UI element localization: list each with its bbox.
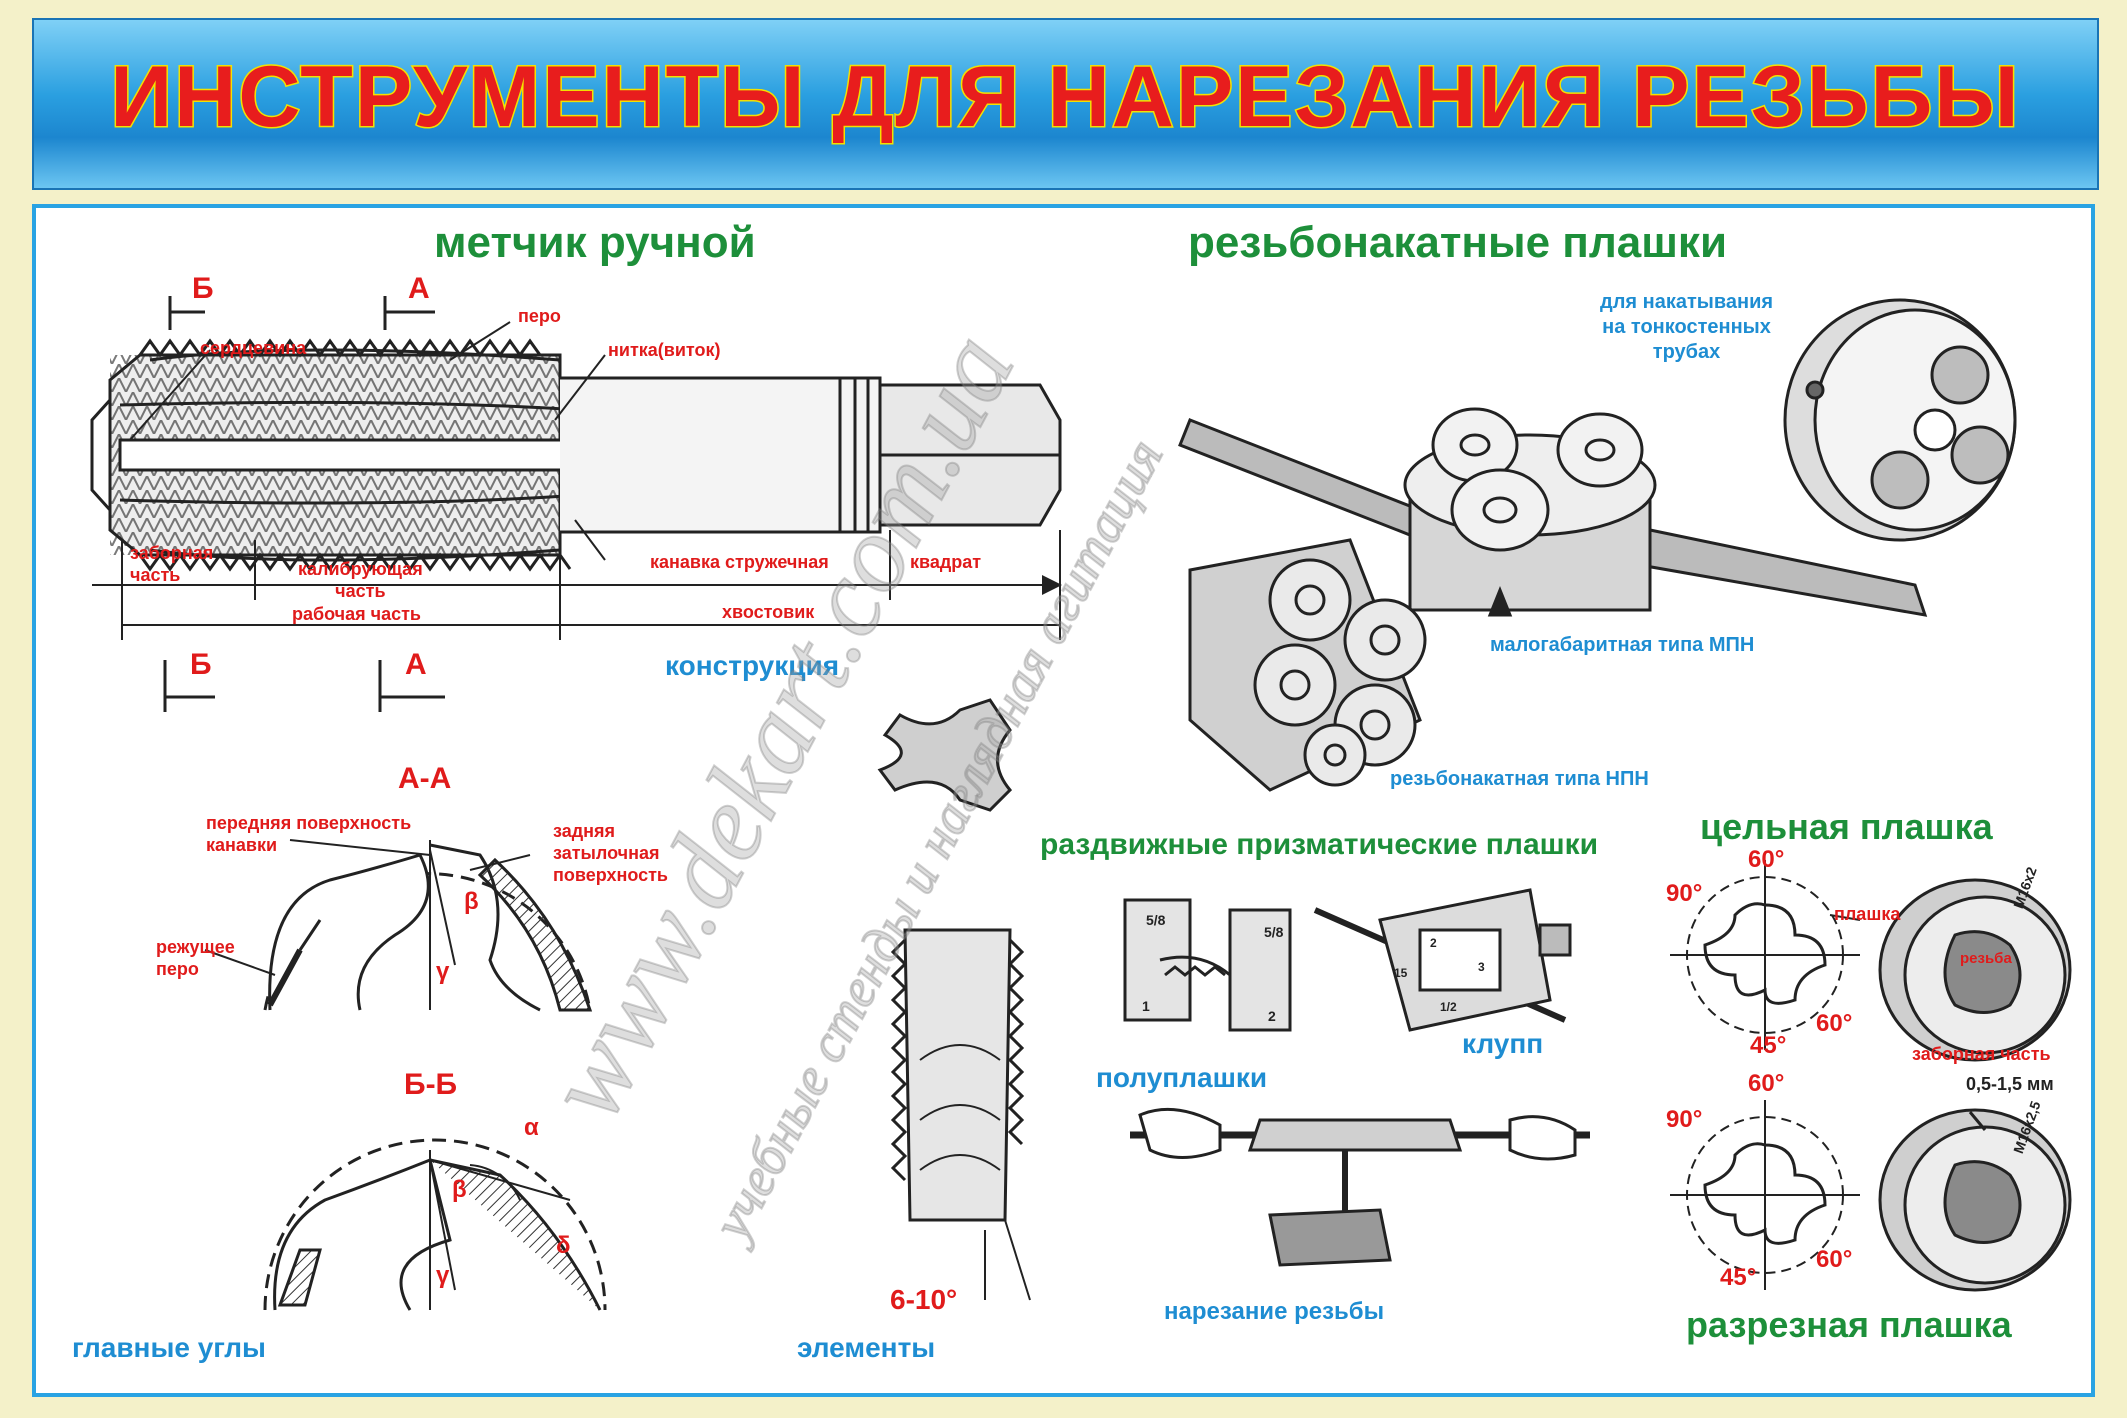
title-banner: ИНСТРУМЕНТЫ ДЛЯ НАРЕЗАНИЯ РЕЗЬБЫ [32, 18, 2099, 190]
mark-eighth-left: 5/8 [1146, 912, 1166, 928]
poster-title: ИНСТРУМЕНТЫ ДЛЯ НАРЕЗАНИЯ РЕЗЬБЫ [109, 48, 2021, 147]
angles-caption: главные углы [72, 1332, 266, 1363]
label-back-surface: задняя затылочная поверхность [553, 821, 668, 885]
label-npn: резьбонакатная типа НПН [1390, 768, 1649, 790]
label-die-thread: резьба [1960, 950, 2012, 967]
npn-rolling-head [1188, 538, 1427, 792]
section-bb-drawing [263, 1138, 607, 1311]
label-taper-angle: 6-10° [890, 1284, 958, 1315]
label-section-a-bottom: А [405, 648, 427, 681]
label-split-60-bottom: 60° [1816, 1246, 1853, 1273]
mark-two-stock: 2 [1430, 936, 1437, 950]
label-split-60-top: 60° [1748, 1070, 1785, 1097]
label-split-gap: 0,5-1,5 мм [1966, 1074, 2054, 1094]
label-threading: нарезание резьбы [1164, 1298, 1385, 1325]
label-delta: δ [556, 1232, 571, 1259]
label-half-dies: полуплашки [1096, 1062, 1268, 1093]
section-bb-heading: Б-Б [404, 1068, 458, 1101]
split-die-schematic [1670, 1100, 1860, 1290]
label-cutting-land: режущее перо [156, 937, 235, 979]
label-die: плашка [1834, 904, 1901, 924]
label-mpn: малогабаритная типа МПН [1490, 634, 1755, 656]
elements-caption: элементы [797, 1332, 936, 1363]
label-solid-90: 90° [1666, 880, 1703, 907]
label-solid-45: 45° [1750, 1032, 1787, 1059]
threading-drawing [1130, 1107, 1590, 1267]
label-front-surface: передняя поверхность канавки [206, 813, 412, 855]
label-land: перо [518, 306, 561, 326]
mark-half: 1/2 [1440, 1000, 1457, 1014]
mark-three: 3 [1478, 960, 1485, 974]
label-die-stock: клупп [1462, 1028, 1544, 1059]
split-die-heading: разрезная плашка [1686, 1304, 2012, 1345]
label-beta-aa: β [464, 888, 479, 915]
label-split-45: 45° [1720, 1264, 1757, 1291]
label-solid-60-top: 60° [1748, 846, 1785, 873]
label-working: рабочая часть [292, 604, 421, 624]
label-chamfer: заборная часть [130, 543, 214, 585]
label-gamma-bb: γ [436, 1262, 450, 1289]
label-alpha: α [524, 1114, 539, 1141]
section-aa-drawing [204, 839, 593, 1012]
label-thin-wall: для накатывания на тонкостенных трубах [1600, 291, 1774, 363]
tap-elements-drawing [877, 698, 1031, 1301]
mpn-rolling-head [1178, 407, 1928, 617]
label-split-90: 90° [1666, 1106, 1703, 1133]
label-gamma-aa: γ [436, 958, 450, 985]
half-dies-drawing [1123, 898, 1292, 1032]
mark-eighth-right: 5/8 [1264, 924, 1284, 940]
label-core: сердцевина [200, 338, 307, 358]
label-thread: нитка(виток) [608, 340, 721, 360]
label-solid-60-bottom: 60° [1816, 1010, 1853, 1037]
label-section-b-bottom: Б [190, 648, 212, 681]
label-beta-bb: β [452, 1176, 467, 1203]
thin-wall-die [1783, 298, 2017, 542]
rolling-heading: резьбонакатные плашки [1188, 218, 1727, 267]
solid-die-schematic [1670, 860, 1861, 1050]
label-flute: канавка стружечная [650, 552, 829, 572]
tap-caption: конструкция [665, 650, 840, 681]
label-shank: хвостовик [722, 602, 815, 622]
mark-one: 1 [1142, 998, 1150, 1014]
tap-heading: метчик ручной [434, 218, 756, 267]
label-section-b-top: Б [192, 272, 214, 305]
section-aa-heading: А-А [398, 762, 452, 795]
die-stock-drawing [1313, 888, 1572, 1032]
label-calibrating: калибрующая часть [298, 559, 423, 601]
tap-drawing [90, 296, 1062, 712]
split-die-photo [1878, 1108, 2072, 1292]
label-section-a-top: А [408, 272, 430, 305]
label-die-chamfer: заборная часть [1912, 1044, 2051, 1064]
mark-fifteen: 15 [1394, 966, 1408, 980]
solid-die-photo [1878, 878, 2072, 1062]
solid-die-heading: цельная плашка [1700, 806, 1993, 847]
mark-two: 2 [1268, 1008, 1276, 1024]
label-square: квадрат [910, 552, 982, 572]
sliding-heading: раздвижные призматические плашки [1040, 828, 1599, 861]
